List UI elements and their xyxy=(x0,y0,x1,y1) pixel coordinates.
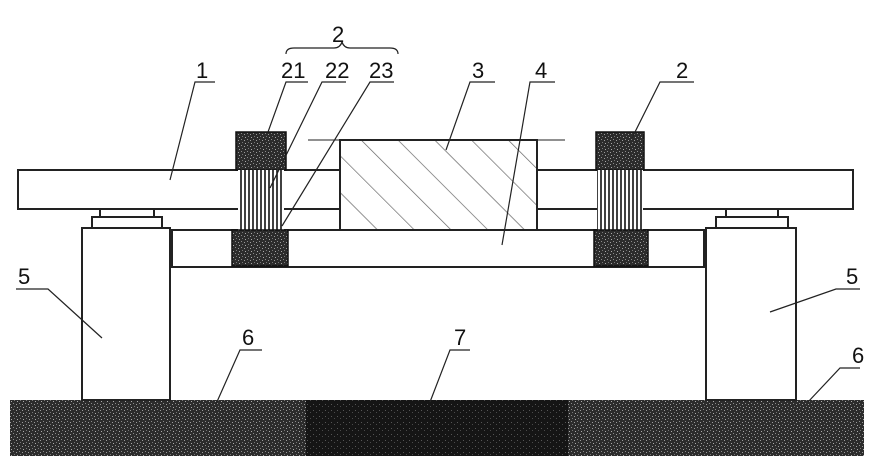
bearing-right xyxy=(715,208,789,229)
label-5-left: 5 xyxy=(18,264,30,289)
label-2-right: 2 xyxy=(676,58,688,83)
label-21: 21 xyxy=(281,58,305,83)
connector-left-top-block xyxy=(235,131,287,171)
bearing-left xyxy=(91,208,163,229)
pier-left xyxy=(81,227,171,401)
connector-right xyxy=(593,131,649,267)
upper-beam-right xyxy=(536,169,854,210)
ground-right xyxy=(568,400,864,456)
connector-left-rods xyxy=(238,170,284,230)
label-7: 7 xyxy=(454,325,466,350)
label-5-right: 5 xyxy=(846,264,858,289)
ground xyxy=(10,400,864,456)
connector-right-bottom-block xyxy=(593,229,649,267)
label-2-top: 2 xyxy=(332,22,344,47)
label-1: 1 xyxy=(196,58,208,83)
label-6-right: 6 xyxy=(852,343,864,368)
pier-right xyxy=(705,227,797,401)
connector-right-top-block xyxy=(595,131,645,171)
connector-left-bottom-block xyxy=(231,229,289,267)
label-22: 22 xyxy=(325,58,349,83)
label-3: 3 xyxy=(472,58,484,83)
label-23: 23 xyxy=(369,58,393,83)
leader-lines xyxy=(16,40,860,405)
label-6-left: 6 xyxy=(242,325,254,350)
label-4: 4 xyxy=(535,58,547,83)
connector-right-rods xyxy=(597,170,643,230)
center-block xyxy=(339,139,538,231)
upper-beam-left xyxy=(17,169,341,210)
connector-left xyxy=(231,131,289,267)
ground-middle xyxy=(306,400,568,456)
ground-left xyxy=(10,400,306,456)
